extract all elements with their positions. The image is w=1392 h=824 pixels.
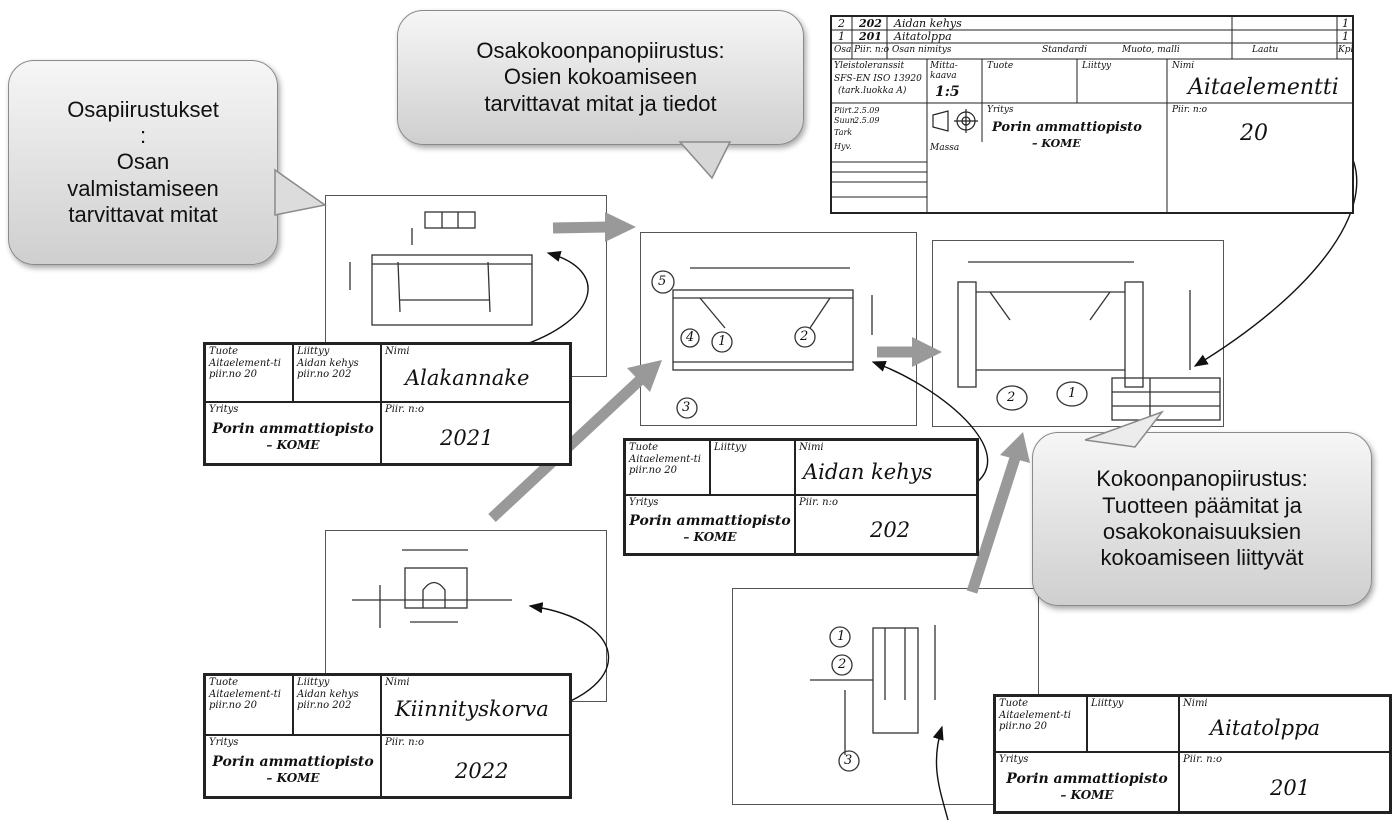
callout-assembly: Kokoonpanopiirustus: Tuotteen päämitat j… <box>1032 432 1372 606</box>
balloon-2: 2 <box>838 657 847 672</box>
title-block-alakannake: Tuote Aitaelement-ti piir.no 20 Liittyy … <box>203 342 572 466</box>
balloon-4: 4 <box>686 330 695 345</box>
balloon-1: 1 <box>837 629 846 644</box>
subassembly-drawing-sheet <box>640 232 917 426</box>
title-block-aidan-kehys: Tuote Aitaelement-ti piir.no 20 Liittyy … <box>623 438 979 556</box>
balloon-2: 2 <box>1007 390 1016 405</box>
balloon-1: 1 <box>1068 386 1077 401</box>
balloon-5: 5 <box>658 274 667 289</box>
projection-symbol-icon <box>932 109 978 133</box>
callout-part-drawings: Osapiirustukset : Osan valmistamiseen ta… <box>8 60 278 265</box>
assembly-drawing-sheet <box>932 240 1224 427</box>
balloon-1: 1 <box>718 334 727 349</box>
balloon-3: 3 <box>844 753 853 768</box>
bom-title-block: 2 202 Aidan kehys 1 1 201 Aitatolppa 1 O… <box>830 15 1354 214</box>
bom-grid <box>832 17 1352 212</box>
callout-subassembly: Osakokoonpanopiirustus: Osien kokoamisee… <box>397 10 804 145</box>
balloon-2: 2 <box>800 329 809 344</box>
title-block-aitatolppa: Tuote Aitaelement-ti piir.no 20 Liittyy … <box>993 694 1392 814</box>
balloon-3: 3 <box>682 400 691 415</box>
title-block-kiinnityskorva: Tuote Aitaelement-ti piir.no 20 Liittyy … <box>203 673 572 799</box>
